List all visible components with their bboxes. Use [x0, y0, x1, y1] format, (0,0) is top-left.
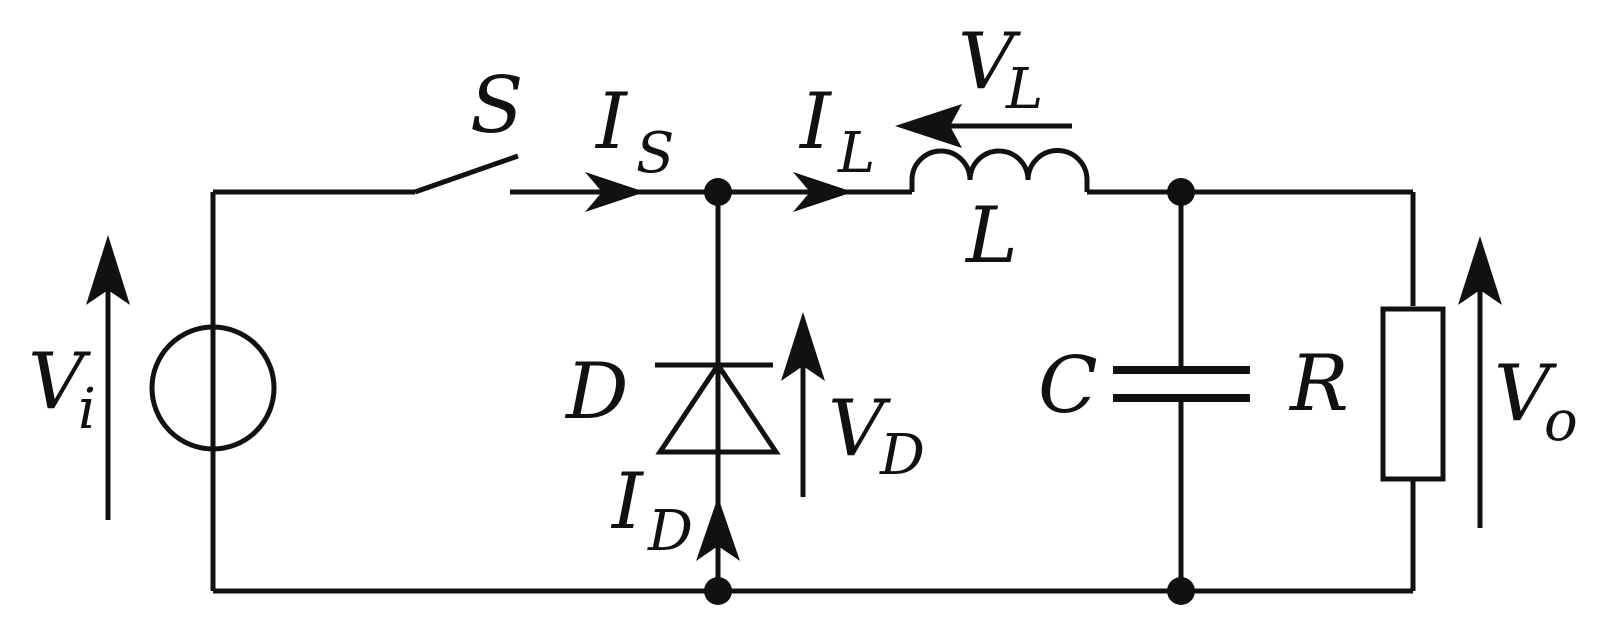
input-voltage-subscript: i [78, 377, 96, 442]
inductor-voltage-arrowhead [895, 104, 962, 148]
resistor-label: R [1288, 339, 1349, 429]
diode-voltage-arrowhead [781, 312, 825, 381]
diode-current-subscript: D [647, 499, 693, 564]
switch-current-subscript: S [636, 121, 674, 186]
output-voltage-label: V [1494, 349, 1557, 439]
inductor-voltage-label: V [958, 17, 1021, 107]
diode: D [564, 347, 781, 455]
switch-current-arrow: I S [585, 77, 674, 212]
input-voltage-arrowhead [86, 235, 130, 305]
inductor-current-subscript: L [837, 121, 875, 186]
inductor-voltage-subscript: L [1005, 57, 1043, 122]
inductor-current-arrow: I L [793, 77, 875, 212]
voltage-source [149, 324, 277, 452]
input-voltage-label: V [28, 337, 91, 427]
switch-current-arrowhead [585, 172, 645, 212]
junction-dot-top-right [1167, 178, 1195, 206]
output-voltage-arrow: V o [1458, 236, 1578, 528]
diode-voltage-arrow: V D [781, 312, 925, 497]
switch-label: S [470, 61, 523, 151]
output-voltage-arrowhead [1458, 236, 1502, 305]
inductor: L [909, 148, 1090, 281]
diode-voltage-label: V [828, 384, 891, 474]
output-voltage-subscript: o [1544, 389, 1578, 454]
junction-dot-top-left [704, 178, 732, 206]
diode-label: D [564, 347, 629, 437]
wiring [210, 189, 1416, 594]
junctions [704, 178, 1195, 605]
inductor-coil [909, 148, 1090, 192]
diode-current-arrow: I D [610, 457, 740, 564]
input-voltage-arrow: V i [28, 235, 130, 520]
junction-dot-bottom-left [704, 577, 732, 605]
resistor: R [1288, 306, 1446, 482]
inductor-label: L [964, 191, 1018, 281]
resistor-body [1380, 306, 1446, 482]
diode-current-label: I [610, 457, 645, 547]
capacitor: C [1038, 341, 1250, 431]
capacitor-label: C [1038, 341, 1098, 431]
diode-voltage-subscript: D [879, 423, 925, 488]
switch-current-label: I [594, 77, 629, 167]
switch: S [414, 61, 523, 195]
junction-dot-bottom-right [1167, 577, 1195, 605]
inductor-current-arrowhead [793, 172, 853, 212]
switch-blade [414, 153, 519, 195]
inductor-current-label: I [798, 77, 833, 167]
inductor-voltage-arrow: V L [895, 17, 1072, 148]
diode-current-arrowhead [696, 497, 740, 561]
